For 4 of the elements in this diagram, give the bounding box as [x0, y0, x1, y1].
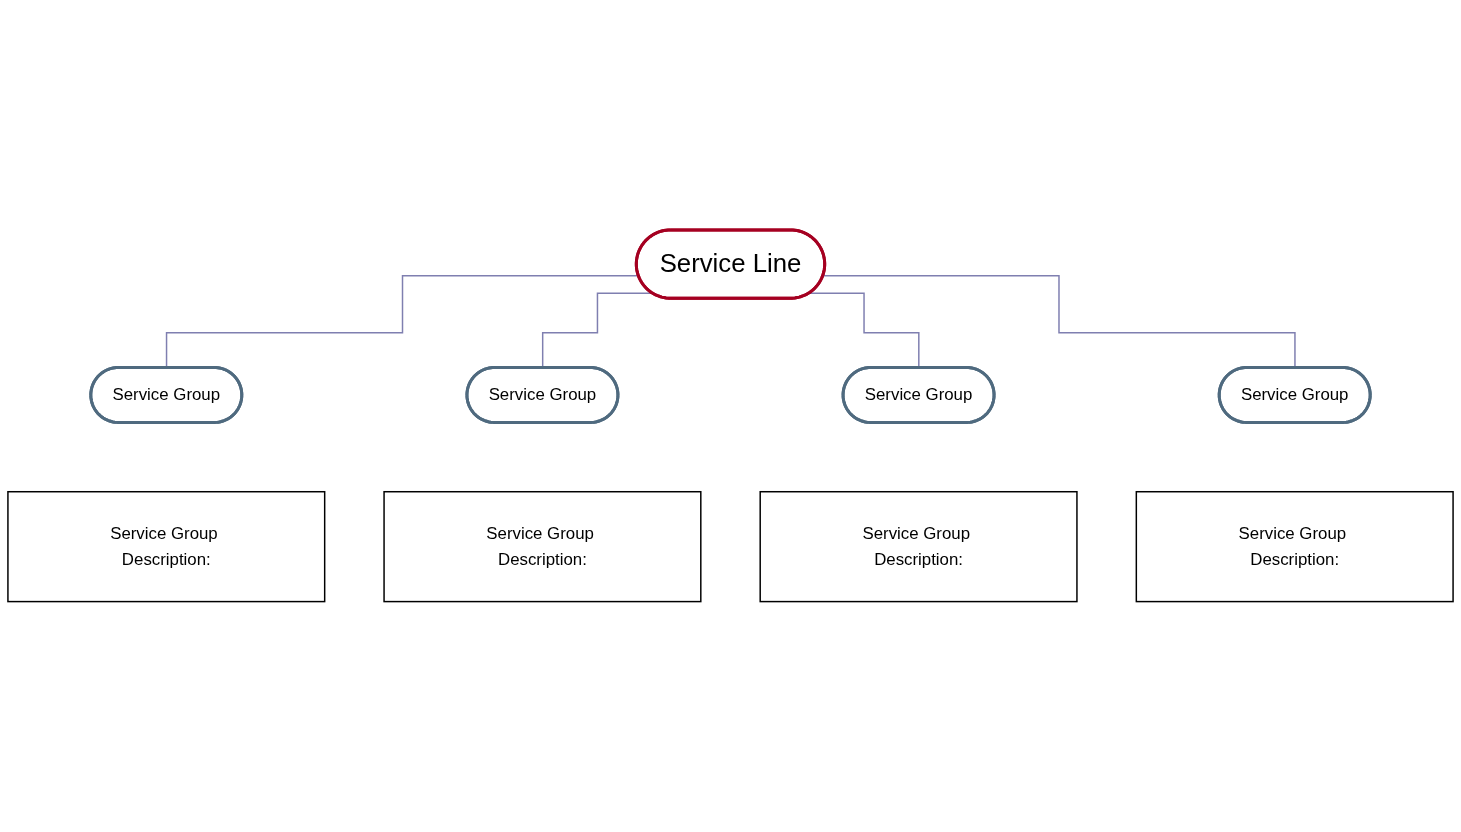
node-box: Service Group Description: — [1135, 491, 1454, 603]
node-box: Service Group Description: — [7, 491, 326, 603]
node-box: Service Group Description: — [383, 491, 702, 603]
node-box: Service Group Description: — [759, 491, 1078, 603]
